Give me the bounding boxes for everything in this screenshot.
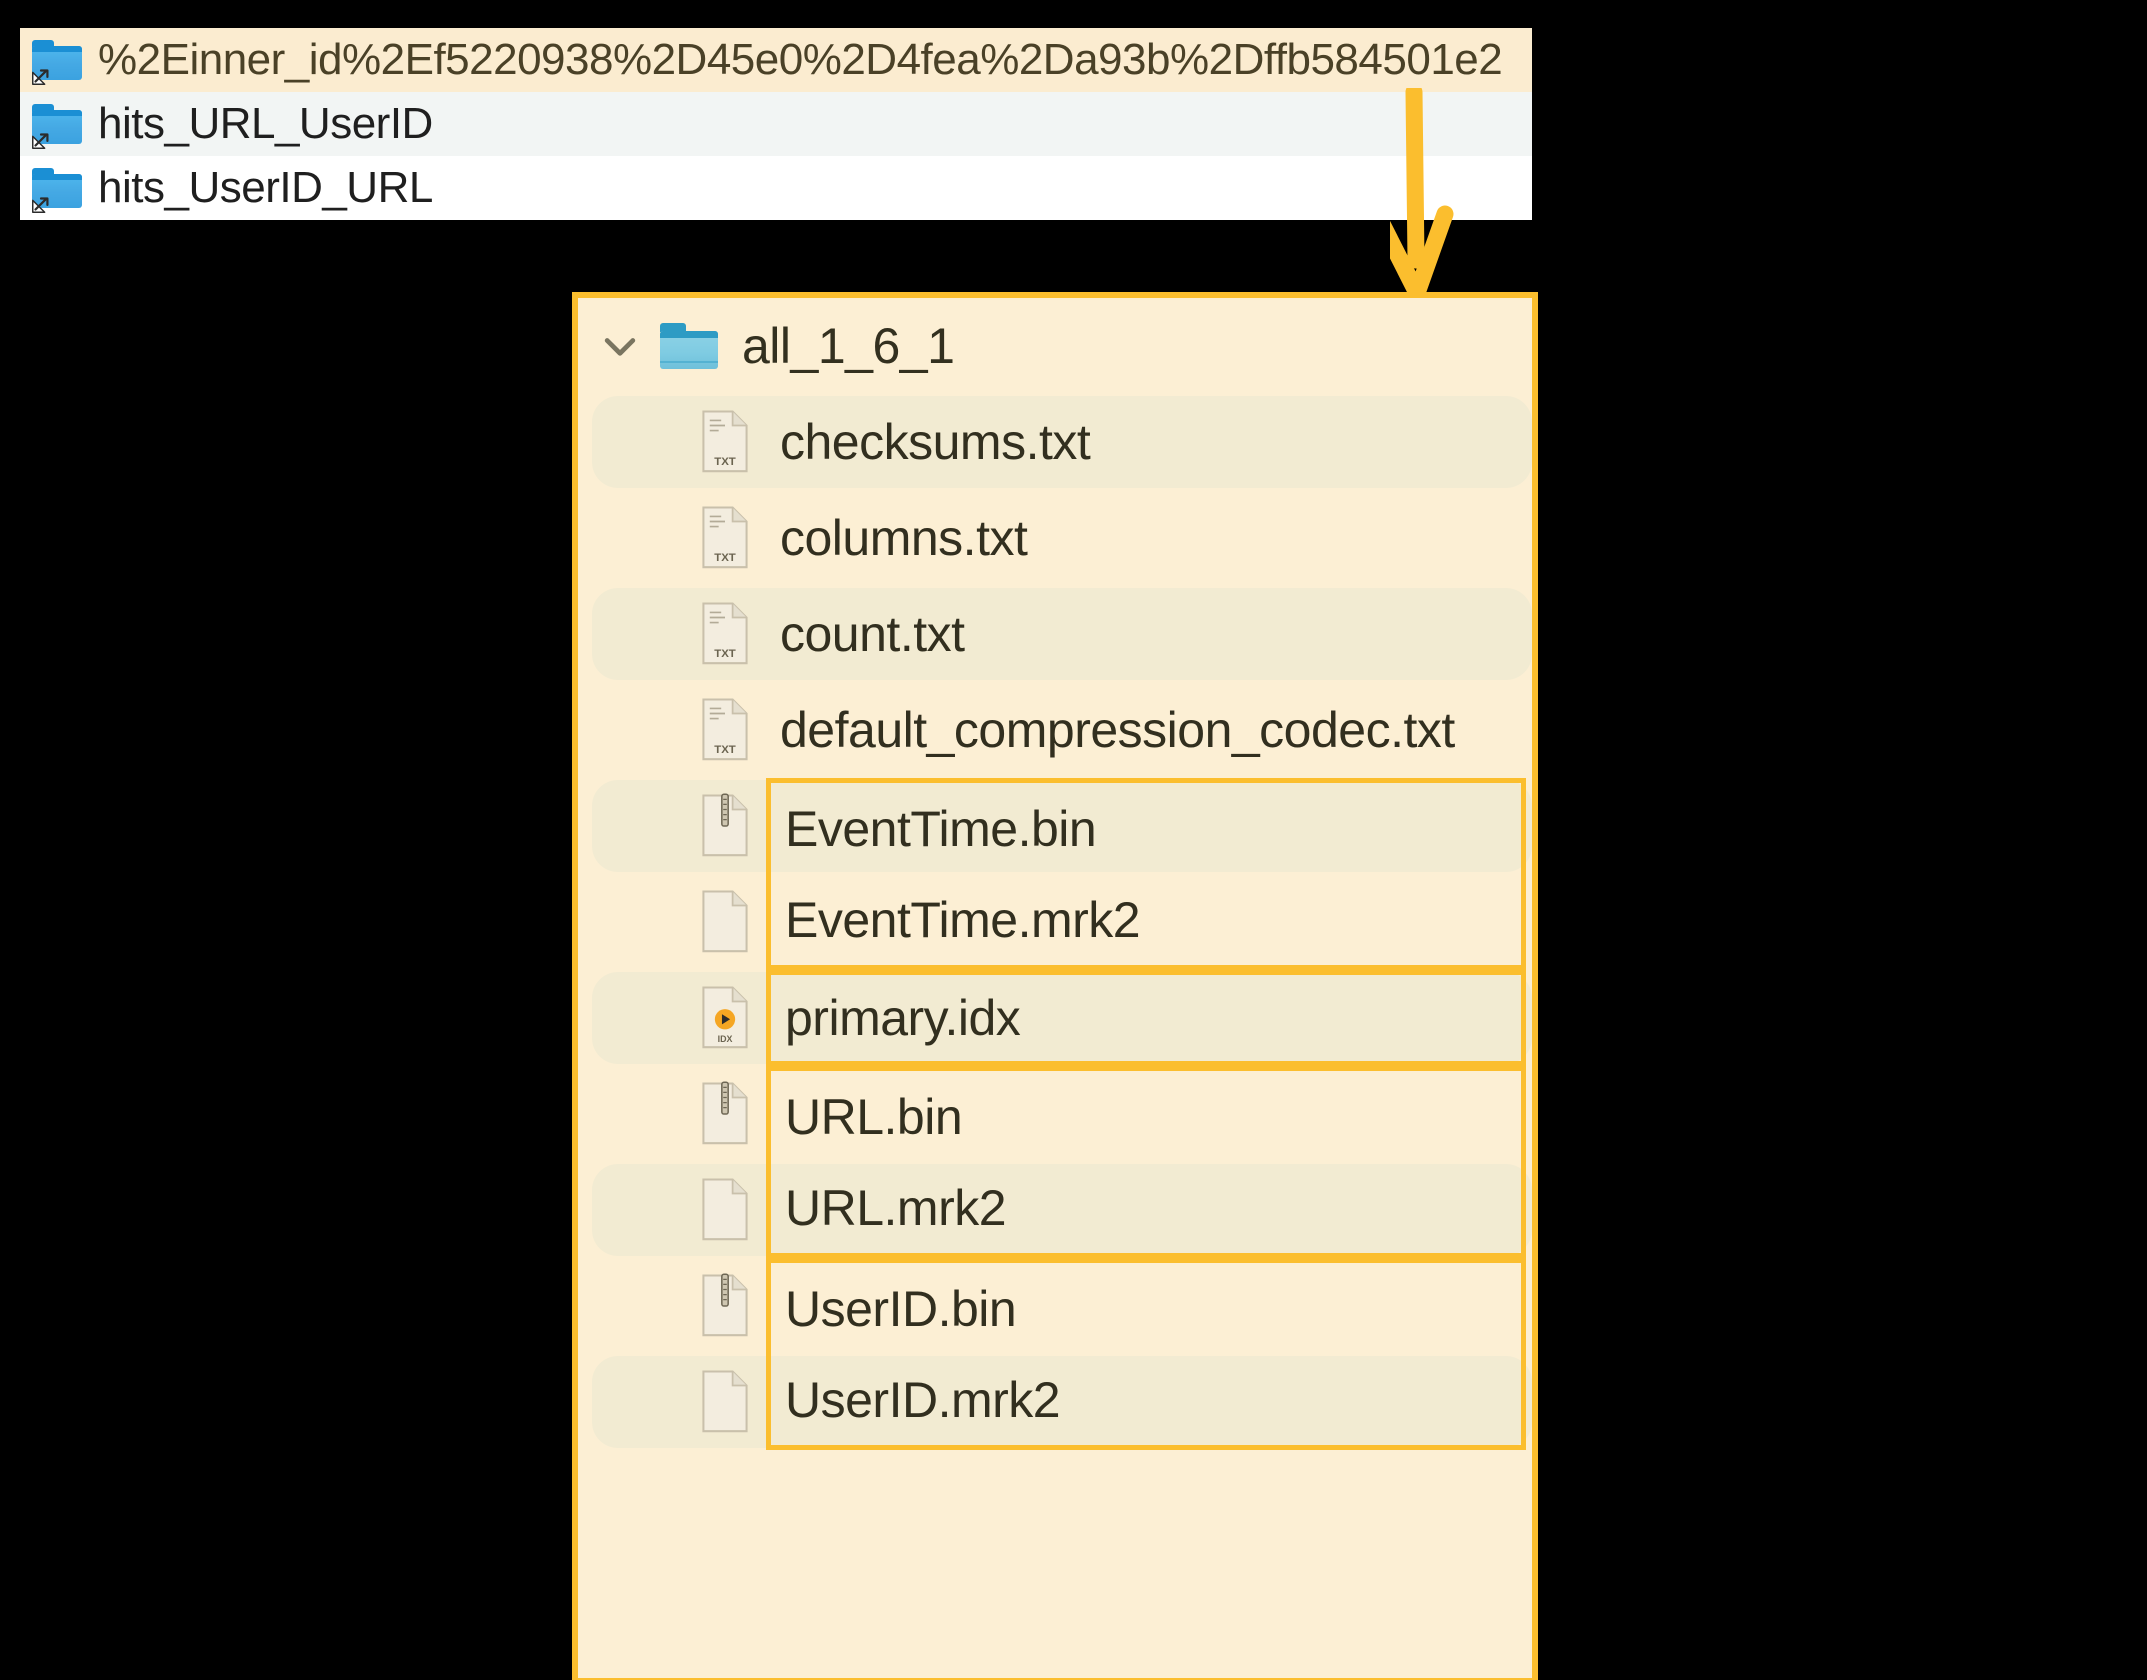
svg-text:TXT: TXT bbox=[714, 456, 736, 468]
list-item[interactable]: hits_URL_UserID bbox=[20, 92, 1532, 156]
txt-file-icon: TXT bbox=[698, 697, 752, 763]
highlight-box: UserID.mrk2 bbox=[766, 1354, 1526, 1450]
list-item-label: hits_URL_UserID bbox=[98, 99, 433, 148]
list-item[interactable]: hits_UserID_URL bbox=[20, 156, 1532, 220]
file-row[interactable]: TXT default_compression_codec.txt bbox=[578, 682, 1532, 778]
txt-file-icon: TXT bbox=[698, 601, 752, 667]
symlink-arrow-icon bbox=[32, 197, 49, 213]
highlight-box: URL.bin bbox=[766, 1066, 1526, 1162]
blank-file-icon bbox=[698, 1177, 752, 1243]
file-row[interactable]: UserID.bin bbox=[578, 1258, 1532, 1354]
blank-file-icon bbox=[698, 889, 752, 955]
highlight-box: URL.mrk2 bbox=[766, 1162, 1526, 1258]
txt-file-icon: TXT bbox=[698, 505, 752, 571]
folder-symlink-icon bbox=[32, 38, 82, 85]
file-row[interactable]: TXT columns.txt bbox=[578, 490, 1532, 586]
expanded-directory-panel: all_1_6_1 TXT checksums.txt bbox=[572, 292, 1538, 1680]
highlight-box: EventTime.mrk2 bbox=[766, 874, 1526, 970]
file-row[interactable]: EventTime.bin bbox=[578, 778, 1532, 874]
file-row[interactable]: EventTime.mrk2 bbox=[578, 874, 1532, 970]
blank-file-icon bbox=[698, 1369, 752, 1435]
file-name: UserID.mrk2 bbox=[785, 1371, 1061, 1428]
file-name: EventTime.bin bbox=[785, 800, 1097, 857]
file-row[interactable]: URL.mrk2 bbox=[578, 1162, 1532, 1258]
svg-text:TXT: TXT bbox=[714, 648, 736, 660]
svg-text:IDX: IDX bbox=[718, 1034, 733, 1044]
file-name: checksums.txt bbox=[780, 414, 1091, 470]
bin-file-icon bbox=[698, 793, 752, 859]
file-row[interactable]: IDX primary.idx bbox=[578, 970, 1532, 1066]
txt-file-icon: TXT bbox=[698, 409, 752, 475]
idx-file-icon: IDX bbox=[698, 985, 752, 1051]
symlink-arrow-icon bbox=[32, 69, 49, 85]
bin-file-icon bbox=[698, 1273, 752, 1339]
file-name: URL.bin bbox=[785, 1088, 963, 1145]
symlink-folder-list: %2Einner_id%2Ef5220938%2D45e0%2D4fea%2Da… bbox=[20, 28, 1532, 220]
file-row[interactable]: UserID.mrk2 bbox=[578, 1354, 1532, 1450]
folder-icon bbox=[660, 323, 718, 369]
file-name: columns.txt bbox=[780, 510, 1028, 566]
file-row[interactable]: URL.bin bbox=[578, 1066, 1532, 1162]
highlight-box: primary.idx bbox=[766, 970, 1526, 1066]
down-arrow-annotation bbox=[1390, 88, 1454, 302]
symlink-arrow-icon bbox=[32, 133, 49, 149]
file-name: UserID.bin bbox=[785, 1280, 1017, 1337]
chevron-down-icon[interactable] bbox=[598, 324, 642, 368]
list-item[interactable]: %2Einner_id%2Ef5220938%2D45e0%2D4fea%2Da… bbox=[20, 28, 1532, 92]
directory-name: all_1_6_1 bbox=[742, 318, 955, 374]
highlight-box: UserID.bin bbox=[766, 1258, 1526, 1354]
folder-symlink-icon bbox=[32, 102, 82, 149]
file-row[interactable]: TXT checksums.txt bbox=[578, 394, 1532, 490]
file-row[interactable]: TXT count.txt bbox=[578, 586, 1532, 682]
list-item-label: %2Einner_id%2Ef5220938%2D45e0%2D4fea%2Da… bbox=[98, 35, 1503, 84]
highlight-box: EventTime.bin bbox=[766, 778, 1526, 874]
svg-text:TXT: TXT bbox=[714, 744, 736, 756]
bin-file-icon bbox=[698, 1081, 752, 1147]
list-item-label: hits_UserID_URL bbox=[98, 163, 433, 212]
svg-text:TXT: TXT bbox=[714, 552, 736, 564]
file-name: count.txt bbox=[780, 606, 965, 662]
file-name: EventTime.mrk2 bbox=[785, 891, 1141, 948]
directory-row[interactable]: all_1_6_1 bbox=[578, 298, 1532, 394]
folder-symlink-icon bbox=[32, 166, 82, 213]
file-name: default_compression_codec.txt bbox=[780, 702, 1455, 758]
file-name: URL.mrk2 bbox=[785, 1179, 1007, 1236]
file-name: primary.idx bbox=[785, 990, 1021, 1046]
